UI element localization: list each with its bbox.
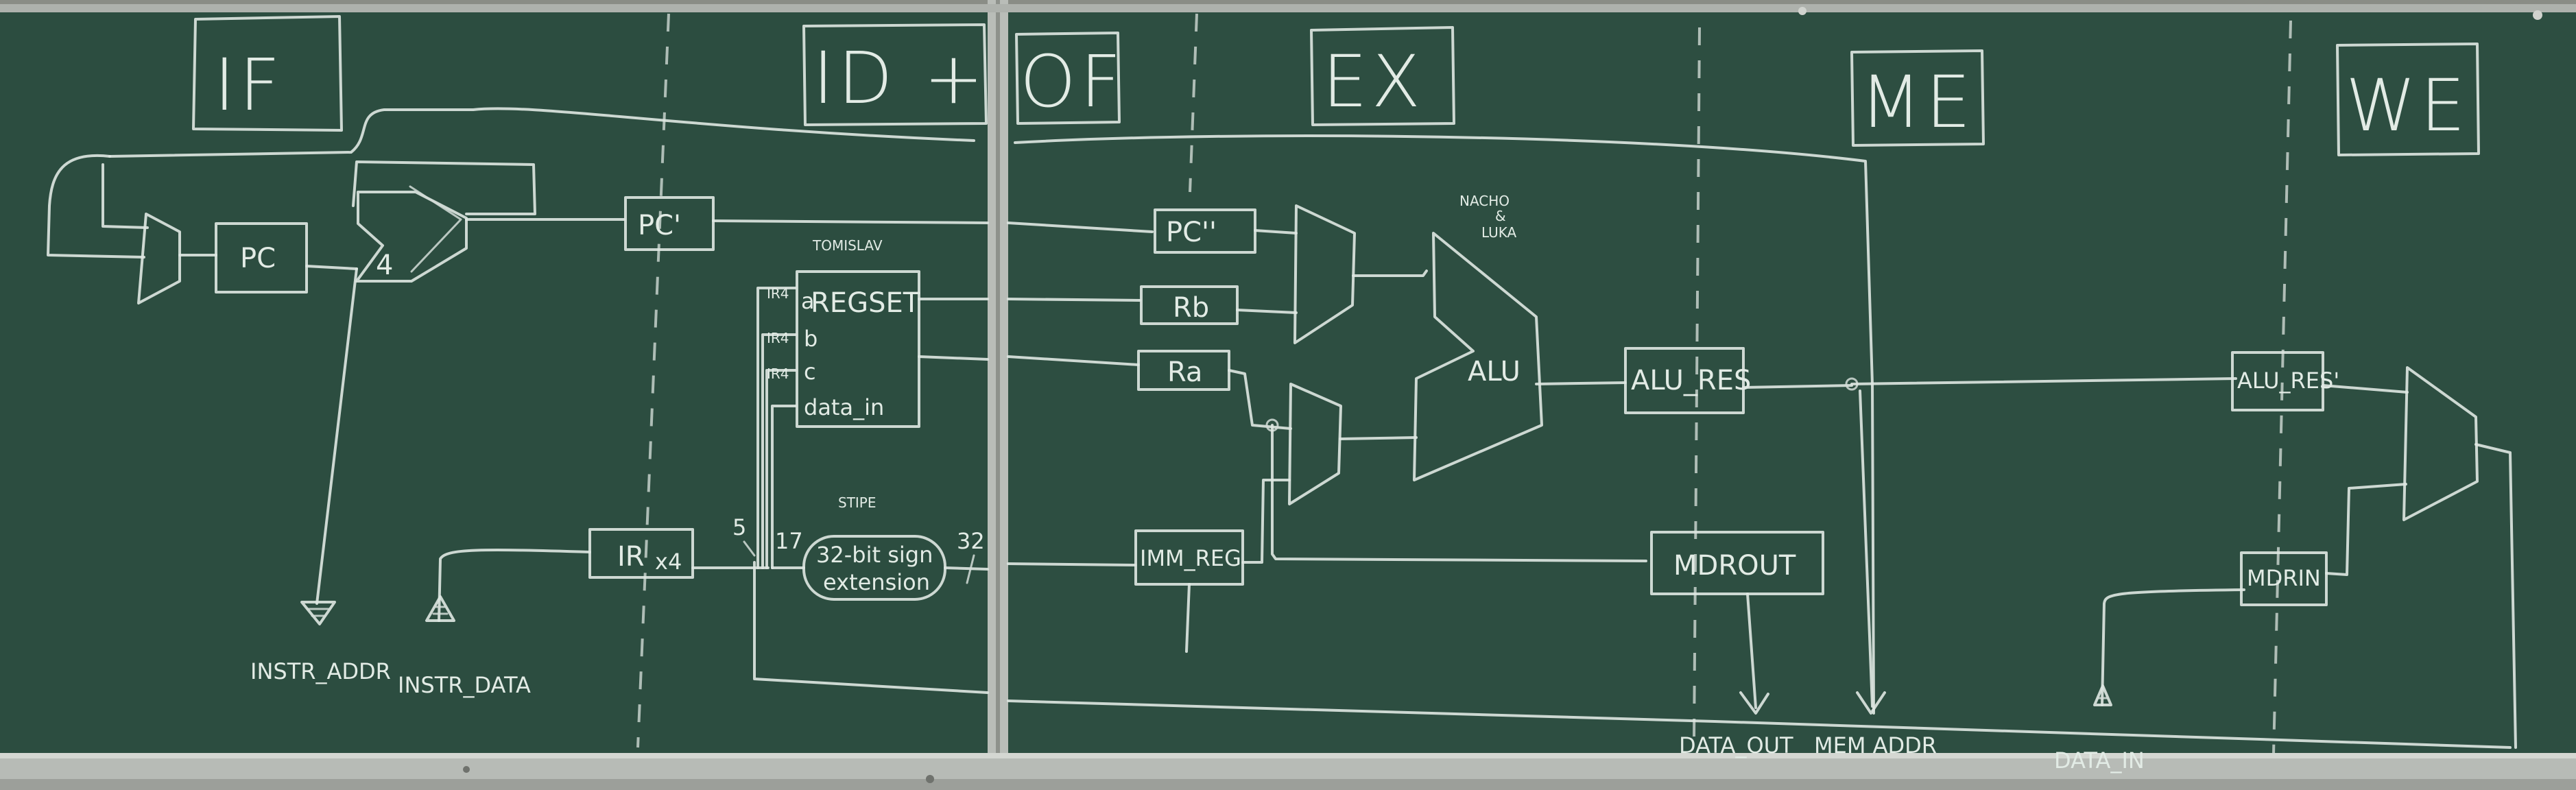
register-pc: PC: [215, 222, 308, 294]
mux-a: [1293, 204, 1356, 344]
register-imm: IMM_REG: [1134, 529, 1244, 586]
stage-if-label: IF: [214, 43, 285, 127]
regset-author: TOMISLAV: [812, 237, 883, 254]
adder-const: 4: [376, 250, 393, 281]
register-ra: Ra: [1137, 350, 1230, 391]
pc-mux: [137, 213, 181, 304]
register-rb: Rb: [1140, 285, 1239, 325]
bitwidth-5: 5: [732, 514, 746, 540]
alu-author-amp: &: [1495, 208, 1506, 224]
signal-instr-data: INSTR_DATA: [398, 672, 531, 698]
register-mdrin-label: MDRIN: [2247, 565, 2321, 591]
register-mdrin: MDRIN: [2240, 551, 2328, 606]
regset-port-data-in: data_in: [804, 394, 884, 420]
board-right: [1005, 8, 2576, 759]
register-ra-label: Ra: [1167, 357, 1202, 388]
board-frame-top: [0, 4, 2576, 12]
alu-label: ALU: [1468, 356, 1520, 387]
sign-extension: 32-bit sign extension: [802, 535, 946, 601]
ir-x4-label: x4: [655, 549, 682, 575]
register-pc-label: PC: [240, 243, 276, 274]
stage-if: IF: [192, 15, 343, 132]
alu-author-2: LUKA: [1481, 224, 1517, 241]
signal-instr-addr: INSTR_ADDR: [250, 658, 391, 684]
alu-author-1: NACHO: [1459, 193, 1510, 209]
stage-ex-label: EX: [1322, 40, 1424, 123]
regset: REGSET a b c data_in IR4 IR4 IR4: [767, 270, 920, 428]
register-alu-res-label: ALU_RES: [1631, 365, 1751, 396]
bitwidth-17: 17: [775, 528, 803, 554]
sign-ext-line1: 32-bit sign: [816, 542, 933, 568]
register-imm-label: IMM_REG: [1140, 545, 1241, 571]
signal-data-in: DATA_IN: [2054, 747, 2145, 774]
writeback-mux: [2402, 366, 2479, 521]
register-alu-res: ALU_RES: [1624, 347, 1751, 414]
alu: ALU: [1413, 232, 1543, 481]
signal-data-out: DATA_OUT: [1679, 732, 1793, 758]
register-pc1-label: PC': [638, 210, 681, 241]
stage-id-label: ID +: [813, 36, 988, 120]
regset-label: REGSET: [811, 287, 920, 319]
regset-port-b: b: [804, 326, 818, 352]
signext-author: STIPE: [838, 494, 876, 511]
register-alu-res2-label: ALU_RES': [2237, 368, 2339, 394]
register-alu-res2: ALU_RES': [2231, 351, 2339, 411]
stage-of: OF: [1015, 32, 1125, 125]
mux-b: [1288, 383, 1342, 505]
sign-ext-line2: extension: [823, 569, 930, 595]
register-pc1: PC': [624, 196, 715, 251]
stage-me-label: ME: [1860, 60, 1975, 144]
bitwidth-32: 32: [957, 528, 985, 554]
regset-port-a: a: [801, 288, 815, 314]
board-left: [0, 8, 994, 759]
register-pc2-label: PC'': [1166, 217, 1217, 248]
regset-port-c: c: [804, 359, 816, 385]
stage-we-label: WE: [2346, 64, 2470, 147]
ir-field-b: IR4: [767, 330, 789, 346]
stage-id: ID +: [802, 23, 988, 126]
register-ir: IR x4: [588, 528, 694, 579]
stage-we: WE: [2336, 43, 2480, 156]
signal-mem-addr: MEM ADDR: [1814, 732, 1937, 758]
register-mdrout: MDROUT: [1650, 531, 1824, 595]
stage-me: ME: [1850, 49, 1985, 147]
register-rb-label: Rb: [1173, 292, 1209, 324]
ir-field-c: IR4: [767, 366, 789, 382]
register-mdrout-label: MDROUT: [1673, 550, 1796, 582]
register-ir-label: IR: [617, 541, 645, 573]
stage-ex: EX: [1310, 26, 1455, 126]
ir-field-a: IR4: [767, 285, 789, 302]
stage-of-label: OF: [1020, 40, 1125, 123]
